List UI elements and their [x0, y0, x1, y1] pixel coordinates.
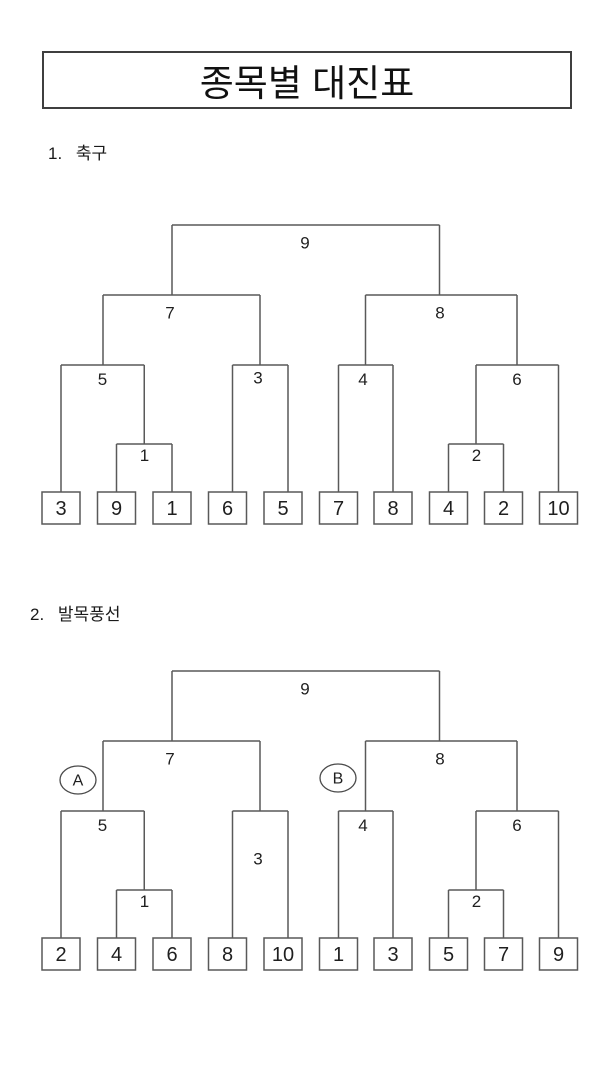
- team-box: [428, 937, 469, 971]
- match-number: 1: [140, 892, 149, 911]
- team-box: [318, 937, 359, 971]
- team-number: 6: [166, 944, 177, 966]
- match-number: 5: [98, 816, 107, 835]
- match-number: 1: [140, 446, 149, 465]
- team-number: 5: [277, 498, 288, 520]
- match-number: 9: [300, 234, 309, 253]
- team-number: 9: [553, 944, 564, 966]
- team-box: [152, 937, 192, 971]
- match-number: 9: [300, 680, 309, 699]
- match-number: 8: [435, 304, 444, 323]
- team-box: [428, 491, 469, 525]
- team-number: 5: [443, 944, 454, 966]
- match-number: 6: [512, 816, 521, 835]
- team-number: 1: [333, 944, 344, 966]
- team-box: [96, 937, 137, 971]
- title-box: 종목별 대진표: [42, 51, 572, 109]
- team-number: 3: [387, 944, 398, 966]
- team-box: [41, 937, 81, 971]
- team-box: [483, 937, 524, 971]
- team-number: 4: [443, 498, 454, 520]
- team-box: [373, 937, 413, 971]
- group-label: B: [333, 771, 344, 788]
- page-title: 종목별 대진표: [199, 63, 415, 104]
- match-number: 7: [165, 750, 174, 769]
- team-number: 10: [547, 498, 569, 520]
- section-2-heading: 2. 발목풍선: [30, 600, 120, 625]
- match-number: 3: [253, 369, 262, 388]
- team-box: [538, 937, 579, 971]
- team-number: 2: [498, 498, 509, 520]
- team-number: 10: [272, 944, 294, 966]
- match-number: 6: [512, 370, 521, 389]
- match-number: 2: [472, 446, 481, 465]
- team-box: [263, 491, 303, 525]
- team-number: 1: [166, 498, 177, 520]
- team-number: 4: [111, 944, 122, 966]
- team-number: 8: [222, 944, 233, 966]
- team-box: [318, 491, 359, 525]
- team-number: 2: [55, 944, 66, 966]
- team-number: 3: [55, 498, 66, 520]
- team-box: [41, 491, 81, 525]
- match-number: 2: [472, 892, 481, 911]
- team-box: [96, 491, 137, 525]
- team-box: [207, 937, 248, 971]
- team-number: 9: [111, 498, 122, 520]
- team-box: [263, 937, 303, 971]
- section-1-number: 1.: [48, 144, 63, 163]
- team-number: 7: [498, 944, 509, 966]
- team-number: 7: [333, 498, 344, 520]
- section-2-title: 발목풍선: [57, 605, 121, 624]
- team-box: [207, 491, 248, 525]
- match-number: 3: [253, 850, 262, 869]
- match-number: 4: [358, 816, 367, 835]
- team-number: 8: [387, 498, 398, 520]
- group-circle: [59, 765, 97, 795]
- section-1-heading: 1. 축구: [48, 139, 107, 164]
- section-2-number: 2.: [30, 605, 45, 624]
- match-number: 5: [98, 370, 107, 389]
- team-box: [483, 491, 524, 525]
- section-1-title: 축구: [75, 144, 108, 163]
- team-number: 6: [222, 498, 233, 520]
- match-number: 8: [435, 750, 444, 769]
- match-number: 4: [358, 370, 367, 389]
- match-number: 7: [165, 304, 174, 323]
- team-box: [373, 491, 413, 525]
- group-label: A: [73, 773, 84, 790]
- bracket-soccer: 9 7 8 5 3 4 6 1 2 3 9 1 6 5 7 8 4 2 10: [41, 224, 579, 525]
- team-box: [538, 491, 579, 525]
- team-box: [152, 491, 192, 525]
- group-circle: [319, 763, 357, 793]
